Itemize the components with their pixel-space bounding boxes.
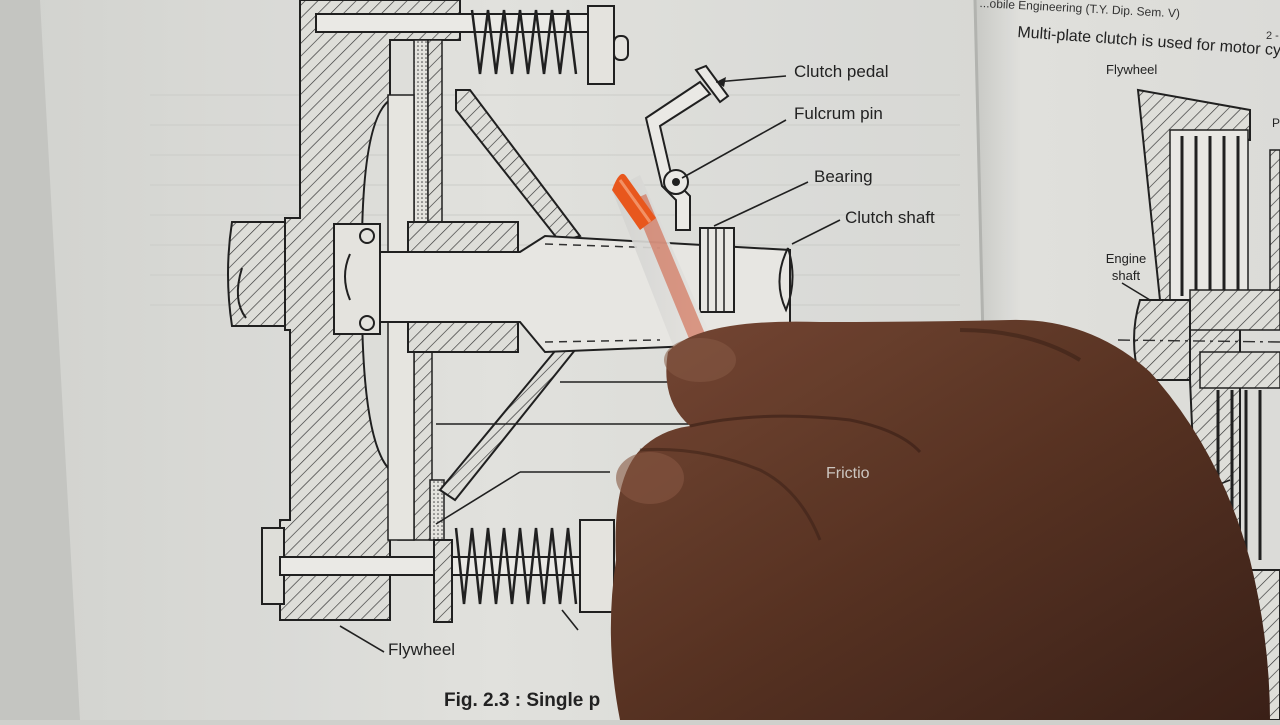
label-flywheel: Flywheel xyxy=(388,640,456,659)
label-clutch-shaft: Clutch shaft xyxy=(845,208,935,227)
engine-shaft xyxy=(227,221,291,327)
hand xyxy=(610,319,1270,720)
right-label-engine-shaft: Engine shaft xyxy=(1105,251,1147,283)
bottom-spring xyxy=(454,527,578,605)
label-clutch-pedal: Clutch pedal xyxy=(794,62,889,81)
top-spring xyxy=(470,9,578,75)
clutch-diagram xyxy=(227,0,841,653)
right-page-number: 2 - xyxy=(1266,30,1279,42)
right-label-flywheel: Flywheel xyxy=(1106,62,1158,77)
label-fulcrum-pin: Fulcrum pin xyxy=(794,104,883,123)
leader-lines xyxy=(339,75,841,653)
label-bearing: Bearing xyxy=(814,167,873,186)
left-page-edge xyxy=(0,0,80,720)
right-label-edge-letter: P xyxy=(1272,116,1280,130)
figure-caption: Fig. 2.3 : Single p xyxy=(444,690,601,711)
release-bearing xyxy=(699,227,735,313)
clutch-pedal-lever xyxy=(644,80,712,231)
label-friction-partial: Frictio xyxy=(826,465,870,482)
multiplate-diagram xyxy=(1117,88,1280,721)
